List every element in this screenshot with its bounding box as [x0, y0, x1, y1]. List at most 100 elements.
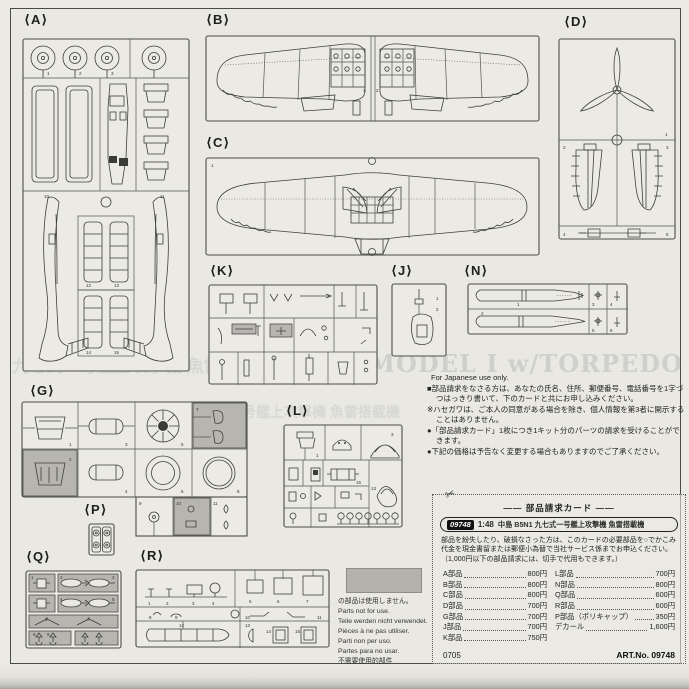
part-group-label: R部品 — [555, 601, 575, 611]
dotted-leader — [464, 608, 526, 610]
product-pill: 09748 1:48 中島 B5N1 九七式一号艦上攻撃機 魚雷搭載機 — [440, 517, 678, 532]
part-group-label: P部品（ポリキャップ） — [555, 611, 633, 621]
part-number: 2 — [563, 145, 566, 150]
part-price: 800円 — [527, 569, 547, 579]
unused-it: Parti non per uso. — [338, 637, 392, 645]
sprue-label-r: ⟨R⟩ — [140, 548, 165, 563]
sprue-label-k: ⟨K⟩ — [210, 263, 235, 278]
sprue-label-a: ⟨A⟩ — [24, 12, 49, 27]
part-number: 10 — [176, 501, 182, 506]
part-number: 8 — [33, 632, 36, 637]
price-row: R部品 600円 — [555, 601, 675, 612]
part-number: 1 — [211, 163, 214, 168]
part-number: 13 — [114, 283, 120, 288]
part-price: 350円 — [655, 611, 675, 621]
sprue-q-drawing: 1 2 3 4 5 6 7 8 9 — [25, 570, 122, 649]
unused-zh: 不需要使用的部件 — [338, 657, 393, 665]
part-price: 800円 — [655, 579, 675, 589]
part-number: 10 — [44, 194, 50, 199]
part-number: 13 — [245, 623, 251, 628]
part-price: 600円 — [655, 601, 675, 611]
part-number: 2 — [376, 88, 379, 93]
unused-parts-legend: の部品は使用しません。 Parts not for use. Teile wer… — [338, 566, 434, 666]
part-price: 600円 — [655, 590, 675, 600]
part-price: 700円 — [527, 601, 547, 611]
part-number: 3 — [125, 442, 128, 447]
part-number: 1 — [316, 453, 319, 458]
part-number: 16 — [356, 480, 362, 485]
note-item: ■部品請求をなさる方は、あなたの氏名、住所、郵便番号、電話番号を1字づつはっきり… — [427, 384, 684, 404]
sprue-k-drawing — [208, 284, 378, 385]
art-number: ART.No. 09748 — [616, 650, 675, 660]
part-group-label: D部品 — [443, 601, 463, 611]
sprue-label-j: ⟨J⟩ — [391, 263, 414, 278]
part-number: 3 — [192, 601, 195, 606]
part-price: 750円 — [527, 632, 547, 642]
part-number: 12 — [179, 623, 185, 628]
part-number: 7 — [196, 407, 199, 412]
date-code: 0705 — [443, 651, 461, 660]
part-number: 5 — [592, 328, 595, 333]
price-row: J部品 700円 — [443, 622, 547, 633]
price-row: D部品 700円 — [443, 601, 547, 612]
part-group-label: L部品 — [555, 569, 574, 579]
part-number: 2 — [60, 575, 63, 580]
sprue-l-drawing: 1 3 13 16 — [283, 424, 403, 528]
dotted-leader — [577, 598, 654, 600]
part-group-label: J部品 — [443, 622, 462, 632]
card-title: ―― 部品請求カード ―― — [503, 503, 615, 513]
part-number: 8 — [149, 615, 152, 620]
part-number: 11 — [213, 501, 218, 506]
part-number: 5 — [249, 599, 252, 604]
part-number: 11 — [317, 615, 322, 620]
part-number: 15 — [295, 629, 301, 634]
part-number: 1 — [665, 132, 668, 137]
sprue-c-drawing: 1 — [205, 157, 540, 256]
parts-request-card: ✂ ―― 部品請求カード ―― 09748 1:48 中島 B5N1 九七式一号… — [432, 486, 686, 664]
dotted-leader — [464, 576, 526, 578]
sprue-r-drawing: 1 2 3 4 5 6 7 8 9 10 11 12 13 14 15 — [135, 569, 330, 648]
part-number: 1 — [31, 575, 34, 580]
part-number: 2 — [436, 307, 439, 312]
sprue-label-q: ⟨Q⟩ — [26, 549, 51, 564]
sprue-p-drawing — [88, 523, 115, 556]
part-number: 3 — [592, 302, 595, 307]
note-item: ※ハセガワは、ご本人の同意がある場合を除き、個人情報を第3者に開示することはあり… — [427, 405, 685, 425]
part-number: 4 — [610, 302, 613, 307]
dotted-leader — [634, 619, 654, 621]
part-group-label: K部品 — [443, 632, 463, 642]
sprue-n-drawing: 1 2 3 4 5 6 — [467, 283, 628, 335]
dotted-leader — [464, 640, 526, 642]
part-number: 9 — [139, 501, 142, 506]
unused-en: Parts not for use. — [338, 607, 390, 615]
price-row: K部品 750円 — [443, 633, 547, 644]
unused-de: Teile werden nicht verwendet. — [338, 617, 428, 625]
part-number: 6 — [277, 599, 280, 604]
sprue-d-drawing: 1 2 3 4 5 — [558, 38, 676, 240]
part-price: 700円 — [527, 622, 547, 632]
part-number: 2 — [166, 601, 169, 606]
part-number: 1 — [148, 601, 151, 606]
note-item: ●下記の価格は予告なく変更する場合もありますのでご了承ください。 — [427, 447, 665, 457]
kit-scale: 1:48 — [477, 520, 494, 529]
dotted-leader — [576, 587, 654, 589]
dotted-leader — [586, 629, 648, 631]
part-number: 3 — [666, 145, 669, 150]
part-number: 3 — [391, 432, 394, 437]
part-number: 5 — [181, 442, 184, 447]
part-number: 1 — [47, 71, 50, 76]
part-number: 1 — [69, 442, 72, 447]
sprue-label-g: ⟨G⟩ — [30, 383, 55, 398]
part-number: 1 — [517, 302, 520, 307]
price-row: P部品（ポリキャップ） 350円 — [555, 612, 675, 623]
part-number: 2 — [79, 71, 82, 76]
part-price: 800円 — [527, 579, 547, 589]
part-group-label: C部品 — [443, 590, 463, 600]
